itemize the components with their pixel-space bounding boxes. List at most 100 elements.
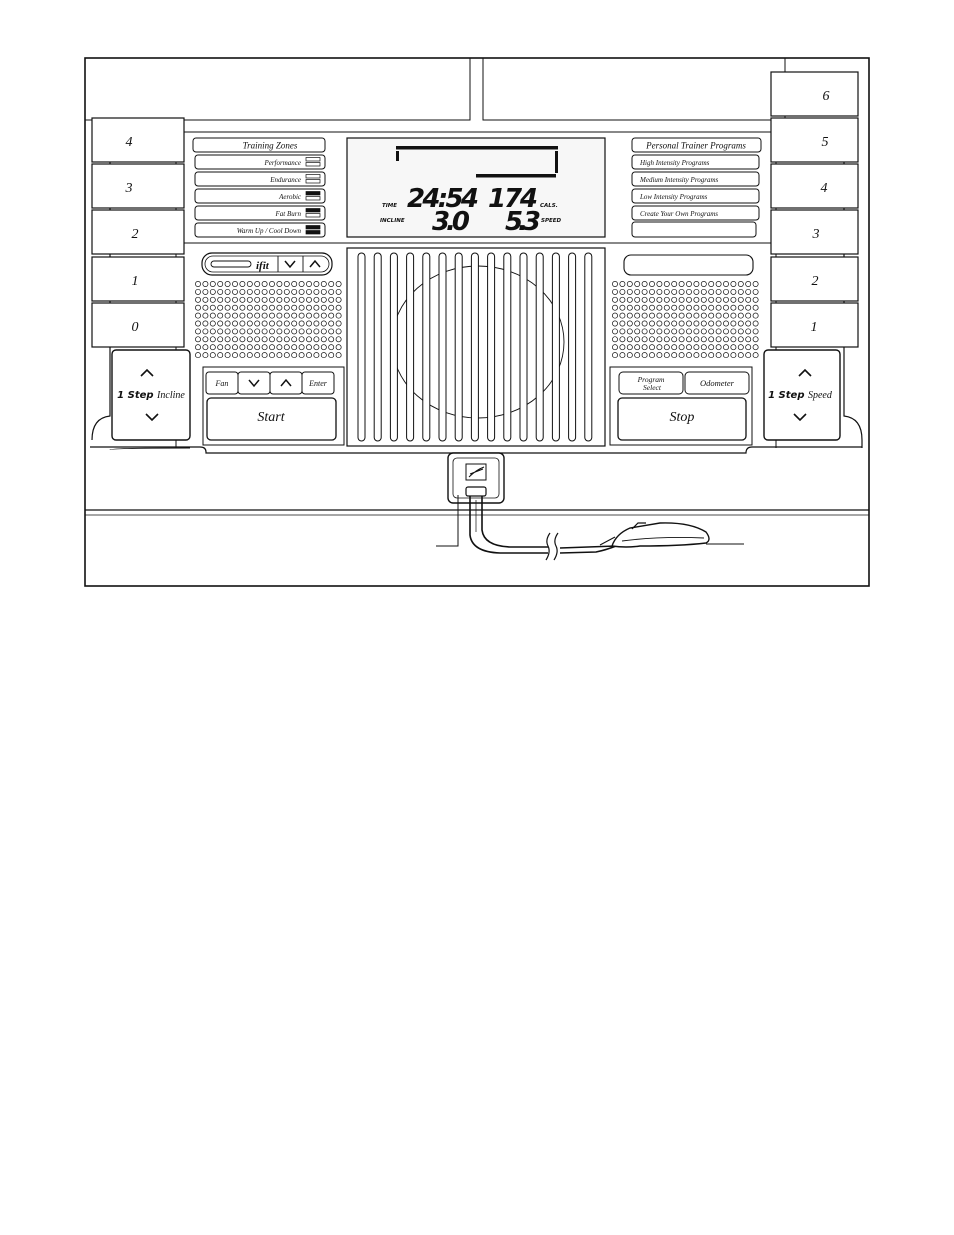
- safety-clip-cord: [469, 496, 710, 561]
- training-zone-label: Aerobic: [278, 193, 302, 201]
- incline-key-label: 1: [132, 274, 139, 289]
- vent-slat: [568, 252, 577, 442]
- start-button[interactable]: [206, 397, 337, 441]
- fan-button-label: Fan: [215, 379, 229, 388]
- vent-slat: [357, 252, 366, 442]
- enter-button[interactable]: [301, 371, 335, 395]
- incline-key-label: 3: [125, 181, 133, 196]
- ifit-controls: ifit: [201, 252, 333, 276]
- program-select-button[interactable]: [618, 371, 684, 395]
- incline-up-icon[interactable]: [140, 368, 154, 377]
- speed-key-5[interactable]: [770, 302, 859, 348]
- incline-key-4[interactable]: [91, 302, 185, 348]
- speed-key-0[interactable]: [770, 71, 859, 117]
- zone-indicator-icon: [305, 196, 321, 201]
- program-button-0[interactable]: [631, 154, 760, 170]
- incline-key-label: 0: [132, 320, 139, 335]
- speed-rocker[interactable]: 1 Step Speed: [763, 349, 841, 441]
- speed-key-3[interactable]: [770, 209, 859, 255]
- lcd-incline-label: INCLINE: [380, 218, 405, 224]
- lcd-incline-value: 3.0: [432, 207, 470, 237]
- ifit-slot: [210, 260, 252, 268]
- lcd-time-value: 24:54: [407, 184, 479, 214]
- lcd-calories-value: 174: [488, 184, 538, 214]
- enter-button-label: Enter: [308, 379, 328, 388]
- stop-button[interactable]: [617, 397, 747, 441]
- training-zone-label: Warm Up / Cool Down: [237, 227, 302, 235]
- speed-key-label: 4: [821, 181, 828, 196]
- vent-slat: [487, 252, 496, 442]
- right-display-window: [623, 254, 754, 276]
- speed-down-icon[interactable]: [793, 413, 807, 422]
- program-button-3[interactable]: [631, 205, 760, 221]
- zone-indicator-icon: [305, 162, 321, 167]
- lcd-display: TIME 24:54 174 CALS. INCLINE 3.0 5.3 SPE…: [346, 137, 606, 238]
- training-zone-row: [194, 154, 326, 170]
- down-arrow-icon: [248, 379, 260, 388]
- speed-rocker-label: Speed: [808, 390, 833, 401]
- training-zone-row: [194, 222, 326, 238]
- speed-key-label: 2: [812, 274, 819, 289]
- ifit-down-icon[interactable]: [284, 260, 296, 269]
- zone-indicator-icon: [305, 208, 321, 213]
- zone-indicator-icon: [305, 157, 321, 162]
- program-button-2[interactable]: [631, 188, 760, 204]
- training-zones-title: Training Zones: [243, 141, 298, 151]
- lcd-profile-bars: [396, 146, 558, 178]
- vent-slat: [438, 252, 447, 442]
- vent-slat: [373, 252, 382, 442]
- speed-key-2[interactable]: [770, 163, 859, 209]
- incline-key-label: 4: [126, 135, 133, 150]
- incline-key-2[interactable]: [91, 209, 185, 255]
- incline-rocker[interactable]: 1 Step Incline: [111, 349, 191, 441]
- up-button[interactable]: [269, 371, 303, 395]
- down-button[interactable]: [237, 371, 271, 395]
- trainer-programs-panel: Personal Trainer Programs High Intensity…: [631, 137, 762, 238]
- left-button-cluster: Fan Enter Start: [202, 366, 345, 446]
- speed-key-1[interactable]: [770, 117, 859, 163]
- incline-key-0[interactable]: [91, 117, 185, 163]
- top-window-left: [84, 57, 471, 121]
- training-zone-label: Performance: [263, 159, 301, 167]
- speed-key-4[interactable]: [770, 256, 859, 302]
- odometer-button-label: Odometer: [700, 378, 735, 388]
- program-button-label: Create Your Own Programs: [640, 210, 718, 218]
- speed-key-label: 6: [823, 89, 830, 104]
- training-zone-row: [194, 171, 326, 187]
- program-button-blank[interactable]: [631, 221, 757, 238]
- zone-indicator-icon: [305, 225, 321, 230]
- zone-indicator-icon: [305, 174, 321, 179]
- safety-key[interactable]: [447, 452, 505, 504]
- fan-vent: [346, 247, 606, 447]
- vent-slat: [584, 252, 593, 442]
- vent-slat: [551, 252, 560, 442]
- training-zone-row: [194, 205, 326, 221]
- incline-key-3[interactable]: [91, 256, 185, 302]
- odometer-button[interactable]: [684, 371, 750, 395]
- vent-slat: [422, 252, 431, 442]
- start-button-label: Start: [257, 410, 285, 425]
- vent-slat: [470, 252, 479, 442]
- trainer-programs-title: Personal Trainer Programs: [645, 141, 746, 151]
- program-button-label: High Intensity Programs: [639, 159, 710, 167]
- program-select-label-1: Program: [637, 375, 665, 384]
- incline-rocker-bold: 1 Step: [117, 390, 153, 401]
- console-outline: [91, 130, 863, 448]
- up-arrow-icon: [280, 378, 292, 387]
- safety-clip-icon: [611, 522, 710, 548]
- incline-key-label: 2: [132, 227, 139, 242]
- incline-down-icon[interactable]: [145, 413, 159, 422]
- ifit-up-icon[interactable]: [309, 259, 321, 268]
- speaker-grille-left: [195, 281, 342, 359]
- vent-slat: [454, 252, 463, 442]
- training-zones-panel: Training Zones PerformanceEnduranceAerob…: [192, 137, 326, 238]
- training-zone-label: Fat Burn: [275, 210, 302, 218]
- program-button-1[interactable]: [631, 171, 760, 187]
- incline-key-1[interactable]: [91, 163, 185, 209]
- speed-up-icon[interactable]: [798, 368, 812, 377]
- speed-key-label: 5: [822, 135, 829, 150]
- speed-key-label: 1: [811, 320, 818, 335]
- vent-slat: [535, 252, 544, 442]
- callout-line-key: [436, 495, 459, 547]
